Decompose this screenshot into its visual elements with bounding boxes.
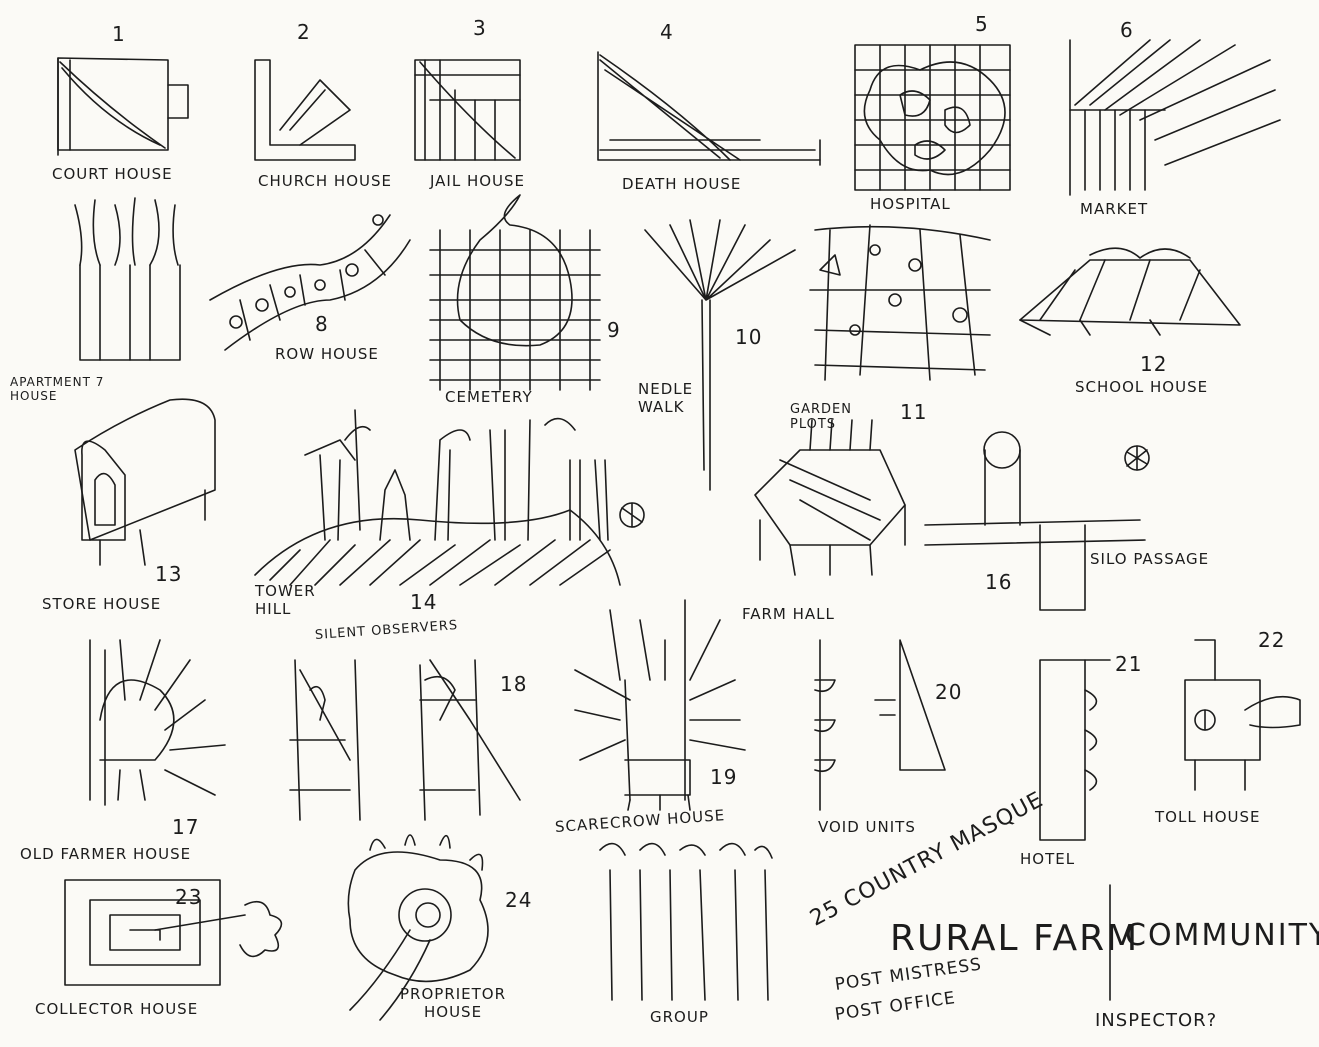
- caption-proprietor-house: PROPRIETOR HOUSE: [400, 985, 506, 1021]
- caption-farm-hall: FARM HALL: [742, 605, 835, 623]
- caption-market: MARKET: [1080, 200, 1148, 218]
- label-number-9: 9: [607, 318, 621, 342]
- sketch-garden-plots: [810, 225, 990, 380]
- caption-tower-hill: TOWER HILL: [255, 582, 316, 618]
- label-number-14: 14: [410, 590, 437, 614]
- caption-community: COMMUNITY: [1125, 918, 1319, 953]
- caption-rural-farm: RURAL FARM: [890, 918, 1139, 959]
- label-number-12: 12: [1140, 352, 1167, 376]
- sketch-silo-passage: [925, 432, 1149, 610]
- sketch-tower-hill: [255, 410, 644, 585]
- sketch-hotel: [1040, 660, 1110, 840]
- caption-silo-passage: SILO PASSAGE: [1090, 550, 1209, 568]
- sketch-store-house: [75, 399, 215, 565]
- label-number-10: 10: [735, 325, 762, 349]
- caption-death-house: DEATH HOUSE: [622, 175, 741, 193]
- label-number-6: 6: [1120, 18, 1134, 42]
- caption-court-house: COURT HOUSE: [52, 165, 173, 183]
- label-number-19: 19: [710, 765, 737, 789]
- label-number-13a: 13: [155, 562, 182, 586]
- sketch-school-house: [1020, 248, 1240, 335]
- caption-hospital: HOSPITAL: [870, 195, 951, 213]
- caption-inspector: INSPECTOR?: [1095, 1010, 1217, 1031]
- label-number-22: 22: [1258, 628, 1285, 652]
- caption-church-house: CHURCH HOUSE: [258, 172, 392, 190]
- sketch-old-farmer-house: [90, 640, 225, 805]
- caption-school-house: SCHOOL HOUSE: [1075, 378, 1208, 396]
- label-number-8: 8: [315, 312, 329, 336]
- sketch-cemetery: [430, 195, 600, 390]
- sketch-group: [600, 844, 772, 1000]
- caption-row-house: ROW HOUSE: [275, 345, 379, 363]
- caption-hotel: HOTEL: [1020, 850, 1075, 868]
- caption-toll-house: TOLL HOUSE: [1155, 808, 1261, 826]
- label-number-18: 18: [500, 672, 527, 696]
- caption-jail-house: JAIL HOUSE: [430, 172, 525, 190]
- sketch-void-units: [815, 640, 945, 810]
- label-number-17: 17: [172, 815, 199, 839]
- label-number-23: 23: [175, 885, 202, 909]
- caption-group: GROUP: [650, 1008, 709, 1026]
- label-number-3: 3: [473, 16, 487, 40]
- sketch-toll-house: [1185, 640, 1300, 790]
- label-number-21: 21: [1115, 652, 1142, 676]
- caption-cemetery: CEMETERY: [445, 388, 533, 406]
- label-number-11: 11: [900, 400, 927, 424]
- label-number-1: 1: [112, 22, 126, 46]
- sketch-farm-hall: [755, 420, 905, 575]
- sketch-needle-walk: [645, 220, 795, 490]
- caption-needle-walk: NEDLE WALK: [638, 380, 693, 416]
- sketch-market: [1070, 40, 1280, 195]
- label-number-24: 24: [505, 888, 532, 912]
- sketch-collector-house: [65, 880, 281, 985]
- caption-store-house: STORE HOUSE: [42, 595, 161, 613]
- sketch-apartment-house: [75, 198, 180, 360]
- label-number-2: 2: [297, 20, 311, 44]
- caption-collector-house: COLLECTOR HOUSE: [35, 1000, 198, 1018]
- sketch-silent-observers: [290, 660, 520, 820]
- label-number-16: 16: [985, 570, 1012, 594]
- sketch-jail-house: [415, 60, 520, 160]
- sketch-row-house: [210, 215, 410, 350]
- sketch-church-house: [255, 60, 355, 160]
- caption-garden-plots: GARDEN PLOTS: [790, 402, 852, 432]
- sketch-death-house: [598, 52, 820, 165]
- sketch-court-house: [58, 58, 188, 155]
- caption-old-farmer-house: OLD FARMER HOUSE: [20, 845, 191, 863]
- sketch-hospital: [855, 45, 1010, 190]
- label-number-4: 4: [660, 20, 674, 44]
- label-number-5: 5: [975, 12, 989, 36]
- caption-void-units: VOID UNITS: [818, 818, 916, 836]
- caption-apartment-house: APARTMENT 7 HOUSE: [10, 375, 104, 403]
- label-number-20: 20: [935, 680, 962, 704]
